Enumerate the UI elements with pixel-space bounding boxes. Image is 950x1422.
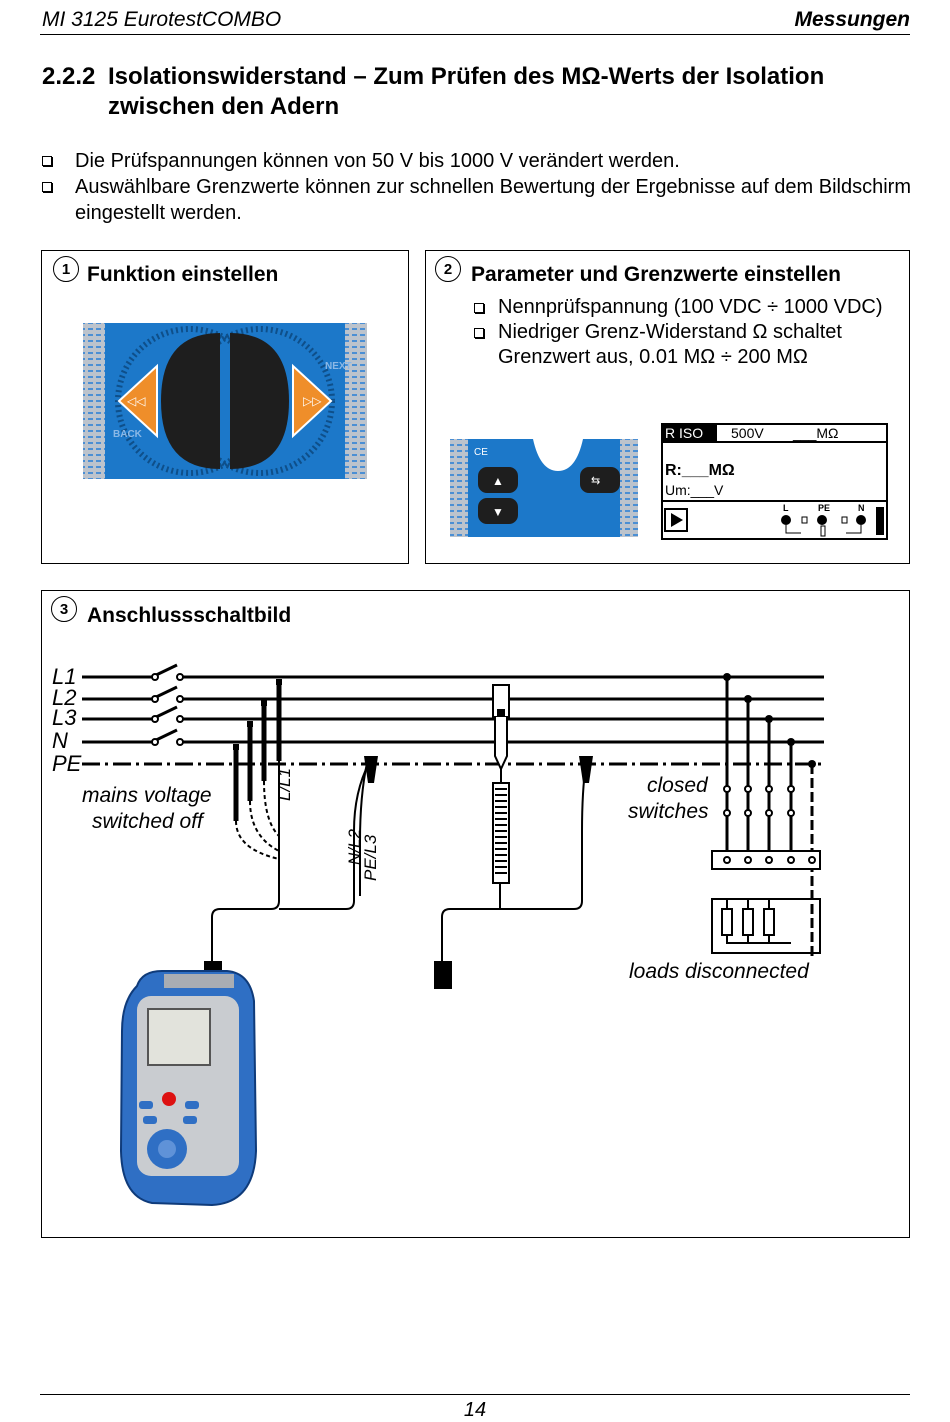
- line-label-l3: L3: [52, 705, 77, 730]
- intro-bullet-list: Die Prüfspannungen können von 50 V bis 1…: [42, 148, 912, 226]
- closed-annotation-line1: closed: [647, 774, 709, 797]
- up-arrow-icon: ▲: [492, 474, 504, 488]
- line-label-pe: PE: [52, 751, 82, 776]
- probe-label-pe: PE/L3: [361, 834, 380, 881]
- down-arrow-icon: ▼: [492, 505, 504, 519]
- back-key-label: BACK: [113, 429, 143, 440]
- start-arrow-icon: [671, 513, 683, 527]
- section-heading: 2.2.2 Isolationswiderstand – Zum Prüfen d…: [42, 62, 902, 122]
- panel-title: Anschlussschaltbild: [87, 604, 292, 627]
- terminal-label-l: L: [783, 503, 789, 513]
- checkbox-bullet-icon: [474, 328, 484, 338]
- probe-label-l: L/L1: [275, 768, 294, 801]
- line-label-l2: L2: [52, 685, 76, 710]
- panel-title: Parameter und Grenzwerte einstellen: [471, 263, 841, 286]
- panel-function-select: 1 Funktion einstellen ◁◁ ▷▷ NEXT BACK: [41, 250, 409, 564]
- lcd-test-voltage: 500V: [731, 425, 764, 441]
- page-number: 14: [463, 1399, 487, 1421]
- section-number: 2.2.2: [42, 63, 96, 90]
- step-number-badge: 2: [435, 256, 461, 282]
- panel-parameters: 2 Parameter und Grenzwerte einstellen Ne…: [425, 250, 910, 564]
- closed-annotation-line2: switches: [628, 800, 709, 823]
- bullet-text: Nennprüfspannung (100 VDC ÷ 1000 VDC): [498, 296, 883, 318]
- parameter-bullet-list: Nennprüfspannung (100 VDC ÷ 1000 VDC) Ni…: [474, 295, 894, 370]
- svg-text:◁◁: ◁◁: [127, 394, 146, 408]
- line-label-n: N: [52, 728, 68, 753]
- list-item: Niedriger Grenz-Widerstand Ω schaltet Gr…: [474, 320, 894, 370]
- list-item: Auswählbare Grenzwerte können zur schnel…: [42, 174, 912, 226]
- terminal-label-n: N: [858, 503, 865, 513]
- bullet-text: Auswählbare Grenzwerte können zur schnel…: [75, 176, 911, 224]
- ce-mark: CE: [474, 447, 488, 458]
- terminal-label-pe: PE: [818, 503, 830, 513]
- mains-annotation-line2: switched off: [92, 810, 205, 833]
- panel-title: Funktion einstellen: [87, 263, 279, 286]
- lcd-function-name: R ISO: [665, 425, 703, 441]
- section-title-line1: Isolationswiderstand – Zum Prüfen des MΩ…: [108, 63, 825, 90]
- lcd-measured-voltage: Um:___V: [665, 482, 724, 498]
- section-title-line2: zwischen den Adern: [108, 93, 340, 120]
- list-item: Die Prüfspannungen können von 50 V bis 1…: [42, 148, 912, 174]
- function-selector-keypad-image: ◁◁ ▷▷ NEXT BACK: [83, 323, 367, 479]
- line-label-l1: L1: [52, 664, 76, 689]
- lcd-limit: ___MΩ: [792, 425, 839, 441]
- svg-text:▷▷: ▷▷: [303, 394, 322, 408]
- parameter-keypad-image: CE ▲ ▼ ⇆: [450, 439, 638, 537]
- lcd-result: R:___MΩ: [665, 462, 735, 479]
- probe-label-n: N/L2: [345, 829, 364, 865]
- next-key-label: NEXT: [325, 361, 352, 372]
- connection-diagram: L1 L2 L3 N PE: [52, 663, 824, 1207]
- panel-connection-diagram: 3 Anschlussschaltbild L1 L2 L3 N PE: [41, 590, 910, 1238]
- bullet-text: Die Prüfspannungen können von 50 V bis 1…: [75, 150, 680, 172]
- checkbox-bullet-icon: [42, 182, 52, 192]
- header-section-name: Messungen: [794, 8, 910, 31]
- header-rule: [40, 34, 910, 35]
- checkbox-bullet-icon: [42, 156, 52, 166]
- bullet-text: Niedriger Grenz-Widerstand Ω schaltet Gr…: [498, 321, 842, 368]
- loads-annotation: loads disconnected: [629, 960, 810, 983]
- step-number-badge: 1: [53, 256, 79, 282]
- footer-rule: [40, 1394, 910, 1395]
- lcd-screen: R ISO 500V ___MΩ R:___MΩ Um:___V L PE N: [661, 423, 888, 540]
- header-document-title: MI 3125 EurotestCOMBO: [42, 8, 282, 31]
- battery-icon: [876, 507, 884, 535]
- step-number-badge: 3: [51, 596, 77, 622]
- tester-instrument-image: [119, 970, 258, 1207]
- checkbox-bullet-icon: [474, 303, 484, 313]
- param-switch-icon: ⇆: [591, 475, 600, 487]
- mains-annotation-line1: mains voltage: [82, 784, 212, 807]
- list-item: Nennprüfspannung (100 VDC ÷ 1000 VDC): [474, 295, 894, 320]
